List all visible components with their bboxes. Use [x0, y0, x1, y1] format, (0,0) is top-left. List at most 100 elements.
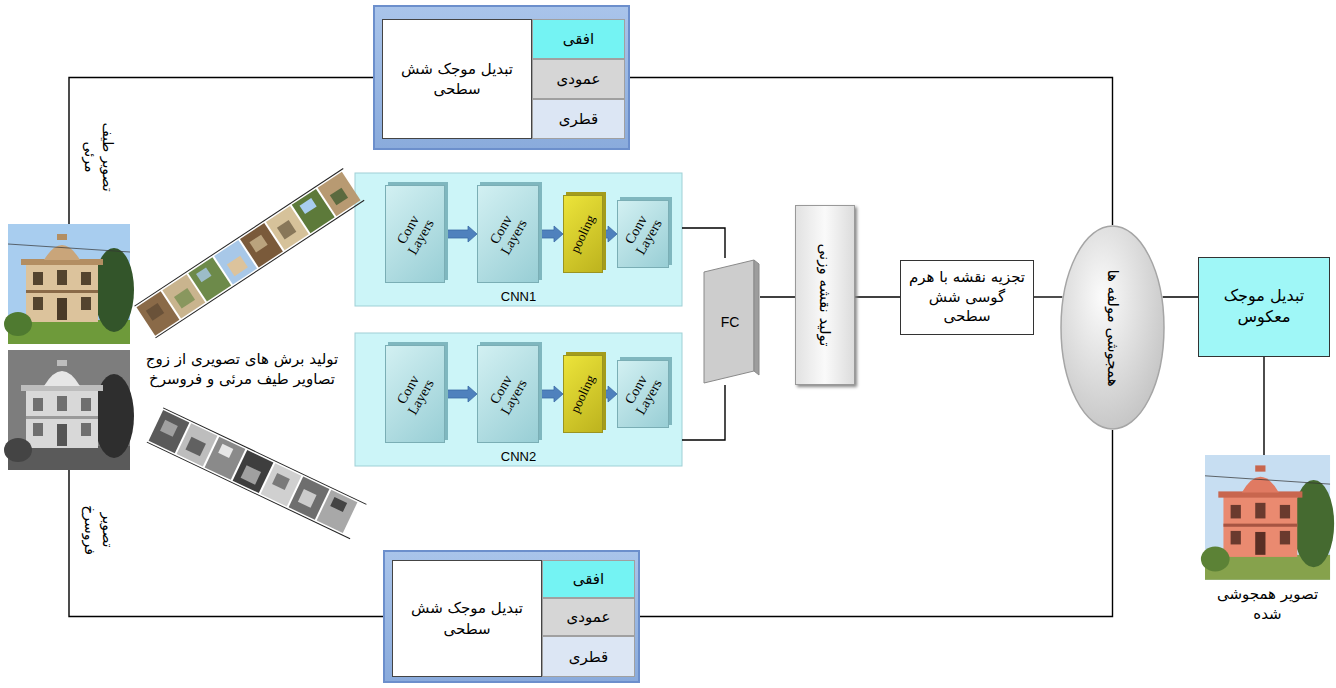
image-caption-box: تصویر همجوشی شده [1213, 584, 1323, 625]
layer-label: pooling [567, 213, 598, 256]
infrared-patch-strip-part [241, 465, 261, 485]
layer-label: Conv Layers [391, 208, 438, 261]
subband-cell: قطری [542, 636, 635, 677]
cnn-panel: Conv Layers Conv Layers pooling Conv Layers… [355, 173, 682, 306]
visible-patch-strip-part [174, 288, 195, 308]
visible-patch-strip-part [146, 303, 164, 321]
layer-label: Conv Layers [619, 368, 666, 421]
layer-label: Conv Layers [484, 208, 531, 261]
visible-photo-part [57, 298, 67, 320]
wavelet-title: تبدیل موجک شش سطحی [399, 598, 535, 639]
fc-face [704, 260, 754, 383]
connector-line [1034, 296, 1062, 297]
layer-label: FC [721, 314, 740, 330]
wavelet-panel: افقی عمودی قطری تبدیل موجک شش سطحی [383, 550, 640, 683]
connector-line [682, 385, 725, 440]
visible-patch-strip-part [318, 172, 361, 216]
infrared-patch-strip-part [272, 473, 290, 490]
visible-photo-part [26, 290, 98, 293]
block-arrow [445, 386, 477, 402]
subband-cell: افقی [532, 19, 625, 59]
infrared-photo-part [57, 360, 67, 366]
fusion-ellipse: همجوشی مولفه ها [1060, 225, 1165, 430]
connector-line [630, 78, 1113, 226]
fused-photo-part [1231, 531, 1241, 545]
block-arrow [445, 226, 477, 242]
infrared-patch-strip-part [147, 442, 350, 539]
process-label: تبدیل موجک معکوس [1205, 286, 1323, 328]
infrared-patch-strip-part [298, 489, 317, 508]
connector-line [69, 470, 383, 617]
pooling-layer: pooling [563, 195, 603, 273]
visible-patch-strip-part [155, 200, 364, 338]
visible-patch-strip [135, 169, 365, 338]
panel-caption-box: CNN2 [355, 449, 682, 464]
infrared-photo-part [26, 390, 98, 448]
connector-line [69, 78, 373, 225]
note-text: تولید برش های تصویری از زوج تصاویر طیف م… [130, 350, 354, 389]
conv-layer: Conv Layers [477, 185, 539, 283]
visible-patch-strip-part [330, 188, 348, 206]
input-image: تصویر فروسرخ [8, 350, 130, 470]
visible-photo-part [33, 272, 43, 285]
subband-label: افقی [563, 30, 594, 48]
panel-caption: CNN2 [355, 449, 682, 464]
pooling-layer: pooling [563, 355, 603, 433]
visible-photo [4, 224, 134, 344]
image-caption: تصویر طیف مرئی [79, 122, 119, 192]
block-arrow [539, 386, 563, 402]
visible-photo-part [81, 297, 91, 310]
subband-label: قطری [559, 110, 599, 128]
infrared-photo-part [26, 416, 98, 419]
infrared-photo [4, 350, 134, 470]
connector-line [855, 296, 900, 297]
infrared-photo-part [81, 423, 91, 436]
fused-photo-part [1223, 524, 1297, 527]
subband-label: عمودی [557, 70, 601, 88]
layer-label: Conv Layers [391, 368, 438, 421]
weight-map-box: تولید نقشه وزنی [795, 205, 855, 385]
image-caption: تصویر همجوشی شده [1213, 584, 1323, 625]
infrared-patch-strip-part [185, 437, 205, 457]
process-box: تبدیل موجک معکوس [1198, 257, 1330, 357]
conv-layer: Conv Layers [385, 345, 445, 443]
wavelet-title-box: تبدیل موجک شش سطحی [382, 19, 532, 139]
ellipse-outline [1061, 226, 1164, 429]
infrared-patch-strip-part [317, 490, 358, 533]
infrared-photo-part [81, 398, 91, 411]
fused-photo-part [1223, 497, 1297, 557]
visible-patch-strip-part [227, 256, 248, 276]
visible-patch-strip-part [300, 198, 317, 214]
subband-label: عمودی [567, 608, 611, 626]
fc-side [754, 260, 759, 375]
subband-label: قطری [569, 648, 609, 666]
block-arrow [539, 226, 563, 242]
infrared-patch-strip-part [160, 420, 178, 437]
infrared-patch-strip-part [218, 444, 233, 458]
infrared-patch-strip-part [163, 408, 366, 505]
conv-layer: Conv Layers [385, 185, 445, 283]
note-box: تولید برش های تصویری از زوج تصاویر طیف م… [130, 350, 354, 389]
process-box: تجزیه نقشه با هرم گوسی شش سطحی [900, 260, 1034, 335]
infrared-photo-part [4, 438, 32, 462]
conv-layer: Conv Layers [617, 360, 669, 428]
process-label: همجوشی مولفه ها [1104, 269, 1122, 386]
conv-layer: Conv Layers [617, 200, 669, 268]
subband-label: افقی [573, 570, 604, 588]
fused-photo-part [1280, 531, 1290, 545]
wavelet-panel: افقی عمودی قطری تبدیل موجک شش سطحی [373, 5, 630, 150]
conv-layer: Conv Layers [477, 345, 539, 443]
connector-line [1163, 296, 1198, 297]
connector-line [640, 430, 1113, 617]
visible-photo-part [8, 244, 130, 252]
connector-line [760, 296, 795, 297]
panel-caption: CNN1 [355, 289, 682, 304]
layer-label: Conv Layers [619, 208, 666, 261]
infrared-patch-strip [147, 408, 367, 539]
subband-cell: قطری [532, 99, 625, 139]
fused-photo-part [1280, 505, 1290, 519]
wavelet-title-box: تبدیل موجک شش سطحی [392, 560, 542, 677]
layer-label: pooling [567, 373, 598, 416]
